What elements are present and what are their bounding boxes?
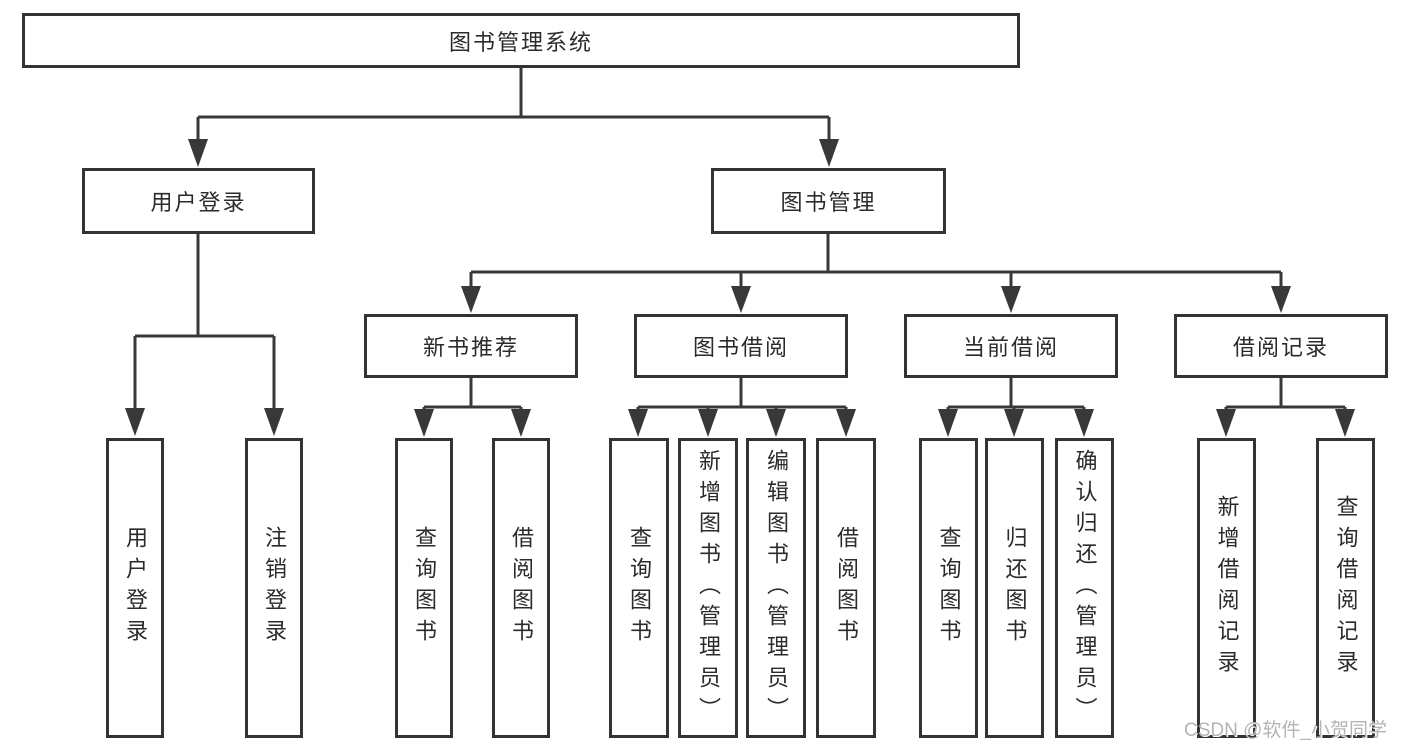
system-root-box: 图书管理系统 <box>22 13 1020 68</box>
leaf-borrow-book-label: 借阅图书 <box>834 526 859 650</box>
leaf-add-borrow-record-label: 新增借阅记录 <box>1214 495 1240 681</box>
leaf-return-book-box: 归还图书 <box>985 438 1044 738</box>
system-root-label: 图书管理系统 <box>448 29 593 55</box>
borrow-record-box: 借阅记录 <box>1174 314 1388 378</box>
book-borrow-label: 图书借阅 <box>692 335 789 360</box>
user-login-box: 用户登录 <box>82 168 315 234</box>
new-book-recommend-label: 新书推荐 <box>422 335 519 360</box>
leaf-user-login-label: 用户登录 <box>123 526 148 650</box>
current-borrow-label: 当前借阅 <box>962 335 1059 360</box>
leaf-confirm-return-admin-label: 确认归还（管理员） <box>1072 448 1098 728</box>
book-management-label: 图书管理 <box>780 190 877 215</box>
leaf-edit-book-admin-label: 编辑图书（管理员） <box>764 448 789 728</box>
book-management-box: 图书管理 <box>711 168 946 234</box>
leaf-borrow-book-box: 借阅图书 <box>816 438 876 738</box>
leaf-return-book-label: 归还图书 <box>1002 526 1028 650</box>
leaf-add-book-admin-label: 新增图书（管理员） <box>696 448 721 728</box>
leaf-query-borrow-record-label: 查询借阅记录 <box>1333 495 1359 681</box>
arrowheads <box>125 139 1355 437</box>
leaf-edit-book-admin-box: 编辑图书（管理员） <box>746 438 806 738</box>
leaf-add-borrow-record-box: 新增借阅记录 <box>1197 438 1256 738</box>
leaf-borrow-query-book-box: 查询图书 <box>609 438 669 738</box>
user-login-label: 用户登录 <box>150 190 247 215</box>
leaf-recommend-query-book-box: 查询图书 <box>395 438 453 738</box>
leaf-current-query-book-box: 查询图书 <box>919 438 978 738</box>
leaf-borrow-query-book-label: 查询图书 <box>627 526 652 650</box>
leaf-recommend-query-book-label: 查询图书 <box>412 526 437 650</box>
leaf-recommend-borrow-book-label: 借阅图书 <box>509 526 534 650</box>
leaf-logout-label: 注销登录 <box>262 526 287 650</box>
current-borrow-box: 当前借阅 <box>904 314 1118 378</box>
csdn-watermark: CSDN @软件_小贺同学 <box>1184 720 1387 741</box>
new-book-recommend-box: 新书推荐 <box>364 314 578 378</box>
leaf-current-query-book-label: 查询图书 <box>936 526 962 650</box>
leaf-query-borrow-record-box: 查询借阅记录 <box>1316 438 1375 738</box>
leaf-recommend-borrow-book-box: 借阅图书 <box>492 438 550 738</box>
book-borrow-box: 图书借阅 <box>634 314 848 378</box>
leaf-user-login-box: 用户登录 <box>106 438 164 738</box>
leaf-add-book-admin-box: 新增图书（管理员） <box>678 438 738 738</box>
borrow-record-label: 借阅记录 <box>1232 335 1329 360</box>
leaf-confirm-return-admin-box: 确认归还（管理员） <box>1055 438 1114 738</box>
leaf-logout-box: 注销登录 <box>245 438 303 738</box>
